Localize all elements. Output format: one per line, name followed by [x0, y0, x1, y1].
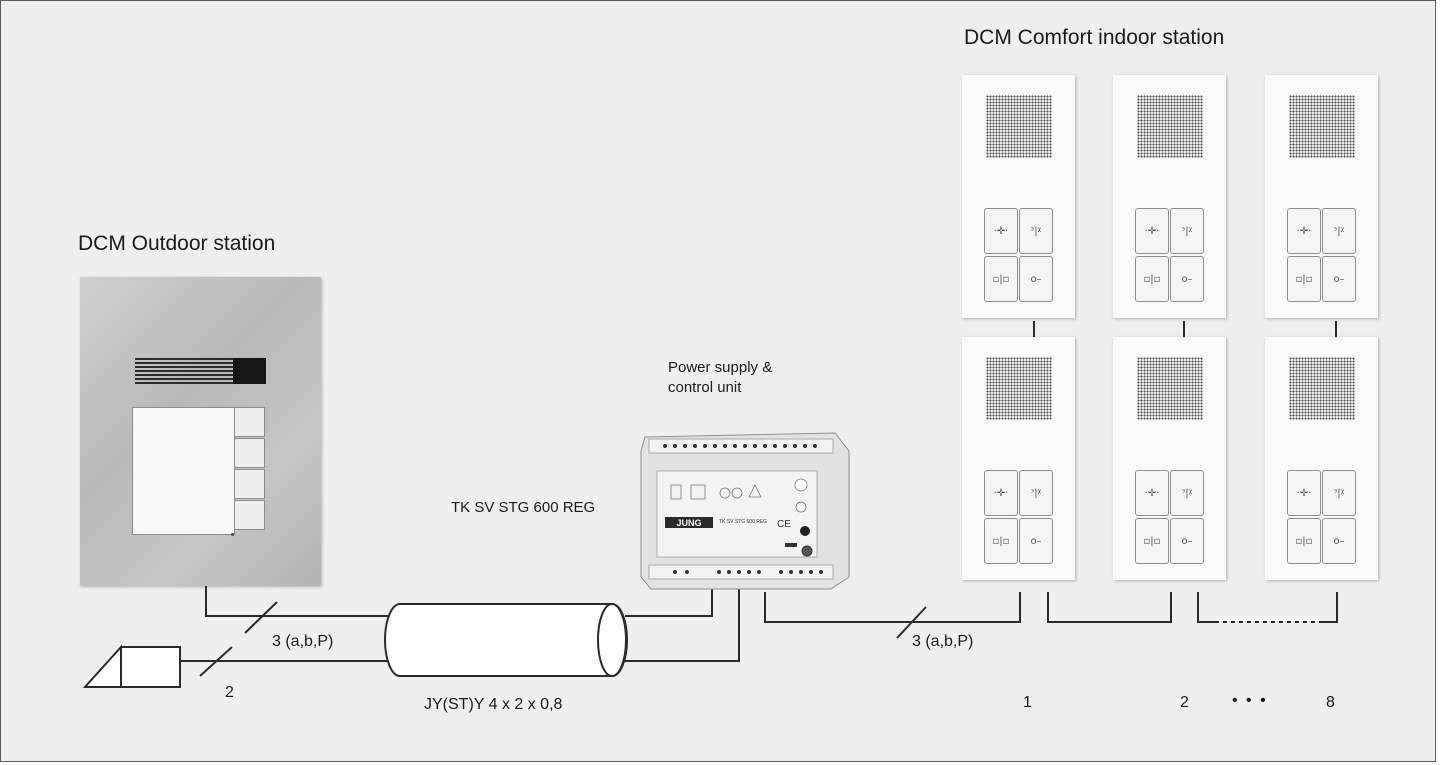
speaker-grille	[1137, 357, 1203, 420]
mute-icon: ᵌ|ᵡ	[1019, 470, 1053, 516]
intercom-icon: ▫|▫	[1287, 518, 1321, 564]
intercom-icon: ▫|▫	[1135, 256, 1169, 302]
ce-mark-icon: CE	[777, 519, 791, 530]
indoor-station: ·✛· ᵌ|ᵡ ▫|▫ o–	[1113, 75, 1226, 318]
wire-label-lock: 2	[225, 684, 234, 701]
indoor-keypad: ·✛· ᵌ|ᵡ ▫|▫ o–	[1287, 470, 1356, 564]
dpad-icon: ·✛·	[984, 470, 1018, 516]
key-icon: o–	[1019, 256, 1053, 302]
outdoor-station	[80, 277, 321, 586]
indoor-keypad: ·✛· ᵌ|ᵡ ▫|▫ o–	[1135, 208, 1204, 302]
psu-device-model: TK SV STG 600 REG	[719, 519, 767, 525]
psu-title-line1: Power supply &	[668, 359, 773, 376]
status-led-icon	[231, 533, 234, 536]
psu-title-line2: control unit	[668, 379, 742, 396]
terminal-screws-top	[663, 444, 817, 448]
outdoor-call-button-4	[234, 500, 265, 530]
wire-label-outdoor: 3 (a,b,P)	[272, 633, 334, 650]
psu-brand-label: JUNG	[676, 518, 701, 528]
indoor-keypad: ·✛· ᵌ|ᵡ ▫|▫ o–	[1287, 208, 1356, 302]
speaker-grille	[1289, 357, 1355, 420]
station-number-8: 8	[1326, 694, 1335, 711]
mute-icon: ᵌ|ᵡ	[1322, 470, 1356, 516]
key-icon: o–	[1170, 518, 1204, 564]
dpad-icon: ·✛·	[1287, 470, 1321, 516]
station-ellipsis: • • •	[1232, 692, 1268, 709]
intercom-icon: ▫|▫	[1135, 518, 1169, 564]
cable-type-label: JY(ST)Y 4 x 2 x 0,8	[424, 696, 563, 713]
speaker-grille	[986, 357, 1052, 420]
speaker-grille	[135, 358, 233, 384]
indoor-station: ·✛· ᵌ|ᵡ ▫|▫ o–	[1113, 337, 1226, 580]
key-icon: o–	[1322, 256, 1356, 302]
speaker-grille	[986, 95, 1052, 158]
door-lock-icon	[82, 644, 181, 688]
wire-cable-to-psu-2	[625, 587, 740, 662]
indoor-keypad: ·✛· ᵌ|ᵡ ▫|▫ o–	[1135, 470, 1204, 564]
indoor-station: ·✛· ᵌ|ᵡ ▫|▫ o–	[962, 75, 1075, 318]
wire-psu-to-indoor	[764, 592, 1021, 623]
wire-indoor-2-to-8	[1197, 592, 1215, 623]
key-icon: o–	[1170, 256, 1204, 302]
mute-icon: ᵌ|ᵡ	[1170, 470, 1204, 516]
key-icon: o–	[1322, 518, 1356, 564]
intercom-icon: ▫|▫	[984, 256, 1018, 302]
indoor-station-title: DCM Comfort indoor station	[964, 26, 1225, 49]
speaker-grille	[1137, 95, 1203, 158]
speaker-grille	[1289, 95, 1355, 158]
intercom-icon: ▫|▫	[984, 518, 1018, 564]
psu-model-label: TK SV STG 600 REG	[451, 499, 596, 516]
wire-outdoor-to-cable	[205, 586, 395, 617]
power-supply-unit: JUNG TK SV STG 600 REG CE	[635, 427, 855, 591]
slash-indoor-wire	[896, 606, 927, 639]
intercom-icon: ▫|▫	[1287, 256, 1321, 302]
indoor-keypad: ·✛· ᵌ|ᵡ ▫|▫ o–	[984, 470, 1053, 564]
slash-outdoor-wire	[244, 601, 278, 634]
wire-indoor-1-to-2	[1047, 592, 1172, 623]
wire-label-indoor: 3 (a,b,P)	[912, 633, 974, 650]
dpad-icon: ·✛·	[1135, 208, 1169, 254]
outdoor-display	[132, 407, 235, 535]
indoor-station: ·✛· ᵌ|ᵡ ▫|▫ o–	[1265, 337, 1378, 580]
cable-tube-icon	[384, 603, 628, 677]
outdoor-call-button-3	[234, 469, 265, 499]
outdoor-station-title: DCM Outdoor station	[78, 232, 276, 255]
indoor-keypad: ·✛· ᵌ|ᵡ ▫|▫ o–	[984, 208, 1053, 302]
indoor-station: ·✛· ᵌ|ᵡ ▫|▫ o–	[1265, 75, 1378, 318]
outdoor-call-button-2	[234, 438, 265, 468]
camera-icon	[233, 358, 266, 384]
mute-icon: ᵌ|ᵡ	[1170, 208, 1204, 254]
station-number-2: 2	[1180, 694, 1189, 711]
key-icon: o–	[1019, 518, 1053, 564]
mute-icon: ᵌ|ᵡ	[1019, 208, 1053, 254]
outdoor-call-button-1	[234, 407, 265, 437]
dpad-icon: ·✛·	[1287, 208, 1321, 254]
wire-indoor-8-end	[1322, 592, 1338, 623]
mute-icon: ᵌ|ᵡ	[1322, 208, 1356, 254]
station-number-1: 1	[1023, 694, 1032, 711]
dpad-icon: ·✛·	[984, 208, 1018, 254]
dpad-icon: ·✛·	[1135, 470, 1169, 516]
slash-lock-wire	[199, 646, 233, 677]
indoor-station: ·✛· ᵌ|ᵡ ▫|▫ o–	[962, 337, 1075, 580]
wire-cable-to-psu-1	[625, 587, 713, 617]
terminal-screws-bottom	[673, 570, 823, 574]
